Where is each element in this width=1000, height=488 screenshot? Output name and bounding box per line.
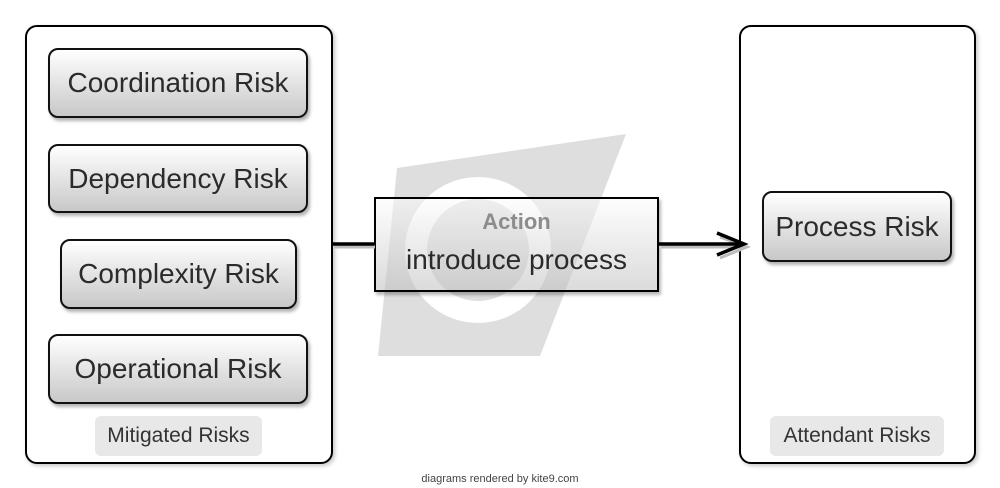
risk-box-complexity: Complexity Risk <box>60 239 297 309</box>
action-text: introduce process <box>405 244 627 275</box>
risk-label: Complexity Risk <box>78 258 279 289</box>
attendant-risks-container: Process Risk Attendant Risks <box>739 25 976 464</box>
risk-box-dependency: Dependency Risk <box>48 144 308 213</box>
footer-credit: diagrams rendered by kite9.com <box>421 473 579 485</box>
attendant-risks-label: Attendant Risks <box>770 416 944 456</box>
risk-box-process: Process Risk <box>762 191 952 262</box>
mitigated-risks-container: Coordination Risk Dependency Risk Comple… <box>25 25 333 464</box>
mitigated-risks-label: Mitigated Risks <box>95 416 262 456</box>
risk-label: Operational Risk <box>74 353 282 384</box>
risk-label: Process Risk <box>775 210 939 242</box>
action-title: Action <box>482 209 551 234</box>
action-box: Action introduce process <box>374 197 659 292</box>
risk-box-operational: Operational Risk <box>48 334 308 404</box>
risk-label: Coordination Risk <box>67 67 289 98</box>
risk-label: Dependency Risk <box>68 162 288 194</box>
risk-box-coordination: Coordination Risk <box>48 48 308 118</box>
